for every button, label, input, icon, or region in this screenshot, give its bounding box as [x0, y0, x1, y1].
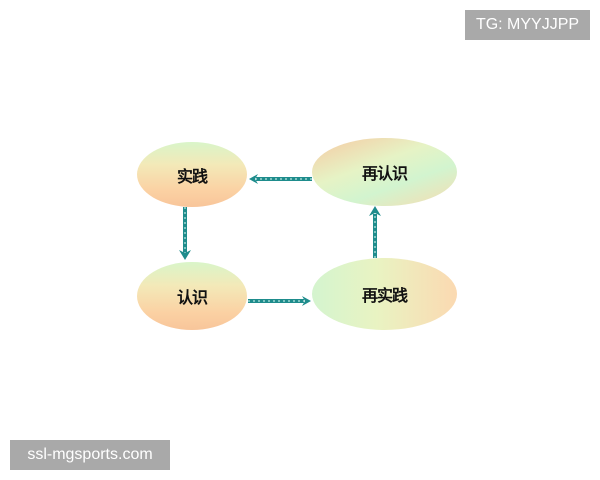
- node-practice: 实践: [137, 142, 247, 207]
- node-cognition: 认识: [137, 262, 247, 330]
- node-cognition-label: 认识: [176, 288, 208, 307]
- node-re-cognition-label: 再认识: [361, 164, 408, 183]
- node-practice-label: 实践: [176, 166, 208, 186]
- arrow-up-icon: [369, 206, 381, 258]
- arrow-left-icon: [249, 174, 312, 184]
- node-re-practice-label: 再实践: [361, 286, 408, 305]
- node-re-cognition: 再认识: [312, 138, 457, 206]
- arrow-right-icon: [248, 296, 311, 306]
- watermark-bottom-left: ssl-mgsports.com: [10, 440, 170, 470]
- watermark-top-right: TG: MYYJJPP: [465, 10, 590, 40]
- arrow-down-icon: [179, 207, 191, 260]
- node-re-practice: 再实践: [312, 258, 457, 330]
